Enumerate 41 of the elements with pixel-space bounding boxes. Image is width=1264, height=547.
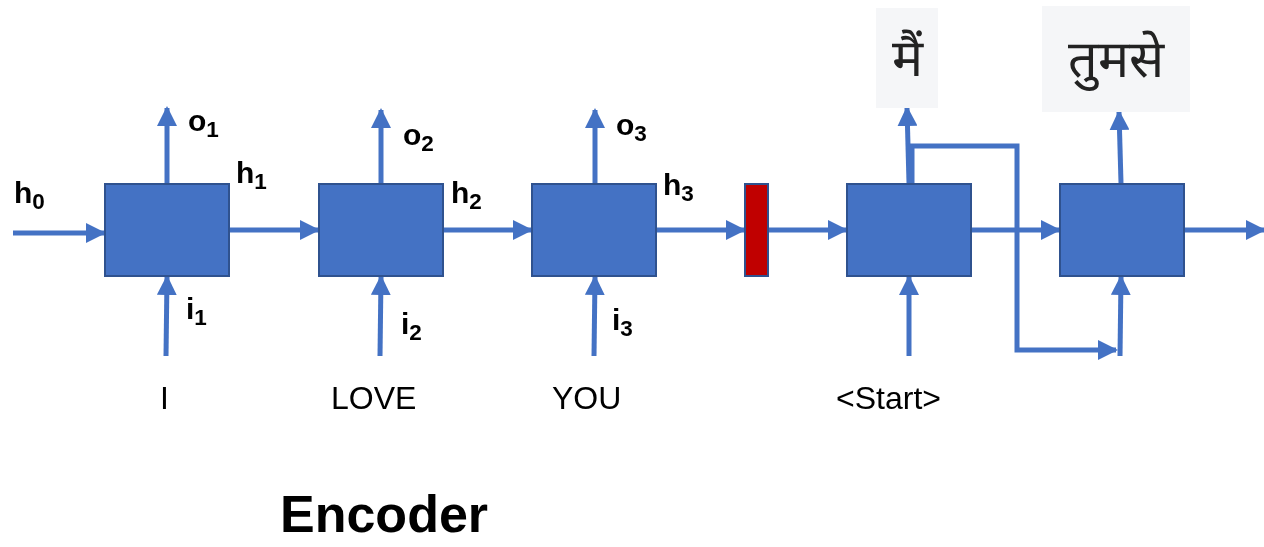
arrow	[230, 220, 320, 240]
arrow	[156, 275, 177, 357]
variable-label: o$_{1}$	[188, 106, 219, 136]
variable-label: o$_{2}$	[403, 120, 434, 150]
arrow	[584, 275, 605, 357]
arrow	[769, 220, 848, 240]
arrow	[899, 275, 919, 356]
input-word: <Start>	[836, 382, 941, 414]
variable-label: h$_{3}$	[663, 170, 694, 200]
arrow	[1185, 220, 1264, 240]
arrow	[657, 220, 746, 240]
caption: Encoder	[280, 488, 489, 540]
arrow	[157, 106, 177, 183]
arrow	[444, 220, 533, 240]
context-vector-bar	[744, 183, 769, 277]
rnn-cell-box	[104, 183, 230, 277]
variable-label: o$_{3}$	[616, 110, 647, 140]
rnn-cell-box	[846, 183, 972, 277]
arrow	[13, 223, 106, 243]
variable-label: i$_{2}$	[401, 309, 422, 339]
arrow	[1110, 275, 1131, 357]
arrow	[909, 143, 1118, 360]
arrow	[1109, 110, 1130, 184]
rnn-cell-box	[531, 183, 657, 277]
variable-label: h$_{2}$	[451, 178, 482, 208]
arrow	[585, 108, 605, 183]
variable-label: i$_{1}$	[186, 294, 207, 324]
output-word-card: तुमसे	[1042, 6, 1190, 112]
arrow	[370, 275, 391, 357]
input-word: LOVE	[331, 382, 417, 414]
variable-label: h$_{1}$	[236, 158, 267, 188]
rnn-cell-box	[318, 183, 444, 277]
input-word: YOU	[552, 382, 622, 414]
output-word-card: मैं	[876, 8, 938, 108]
rnn-cell-box	[1059, 183, 1185, 277]
input-word: I	[160, 382, 169, 414]
arrow	[972, 220, 1061, 240]
arrow	[897, 106, 918, 184]
variable-label: h$_{0}$	[14, 178, 45, 208]
variable-label: i$_{3}$	[612, 305, 633, 335]
arrow	[371, 108, 391, 183]
